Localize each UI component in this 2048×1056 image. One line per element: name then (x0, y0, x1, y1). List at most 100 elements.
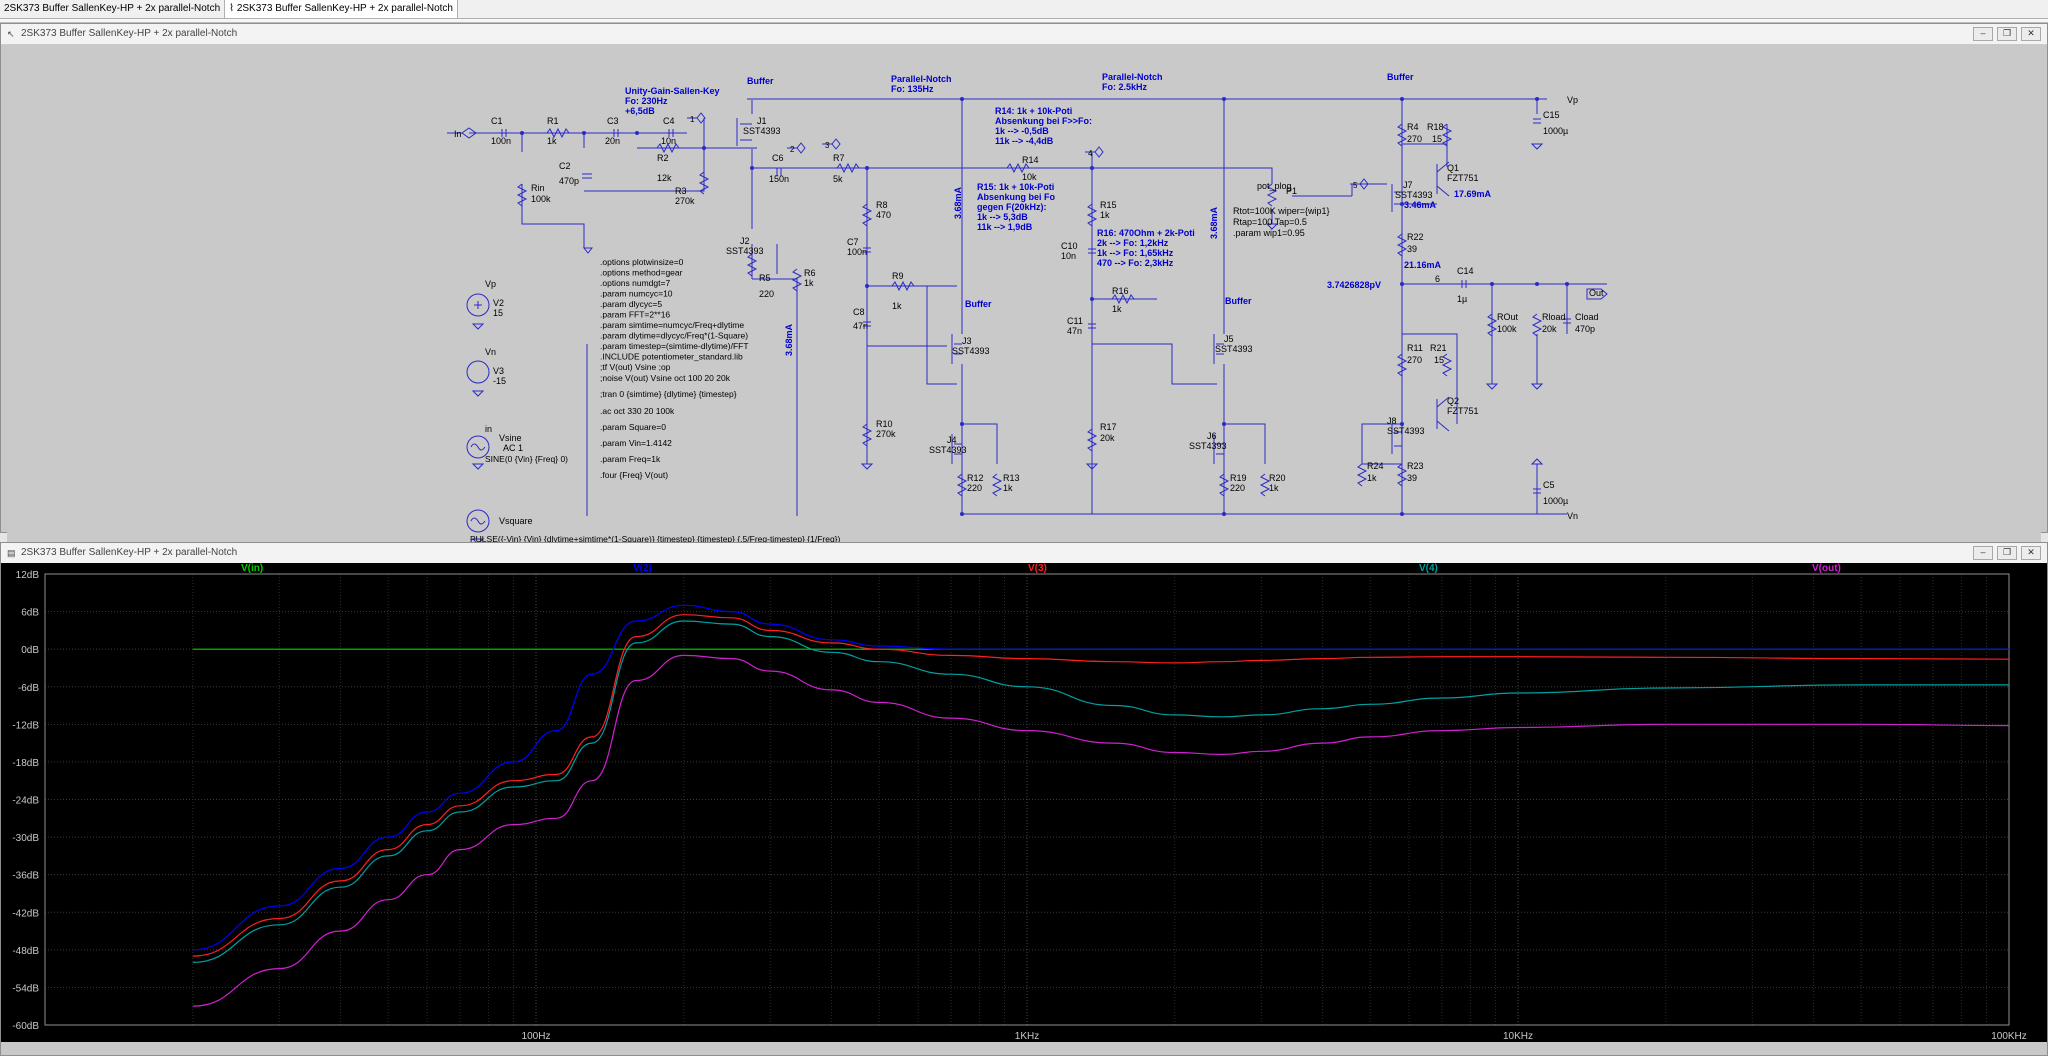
tab-plot[interactable]: ⌇ 2SK373 Buffer SallenKey-HP + 2x parall… (225, 0, 458, 18)
junctions (520, 97, 1569, 516)
notch1-note: Parallel-Notch (891, 74, 952, 84)
v3-label: V3 (493, 366, 504, 376)
component-value: 100k (531, 194, 551, 204)
vsine-label: Vsine (499, 433, 522, 443)
component-name: R19 (1230, 473, 1247, 483)
sallen-note: Fo: 230Hz (625, 96, 668, 106)
r16-note: 470 --> Fo: 2,3kHz (1097, 258, 1174, 268)
component-name: R8 (876, 200, 888, 210)
voltage-label: 3.7426828pV (1327, 280, 1381, 290)
component-name: R16 (1112, 286, 1129, 296)
component-name: C6 (772, 153, 784, 163)
x-tick-label: 1KHz (1015, 1031, 1039, 1042)
component-name: R2 (657, 153, 669, 163)
component-value: 12k (657, 173, 672, 183)
component-name: C3 (607, 116, 619, 126)
component-name: C14 (1457, 266, 1474, 276)
component-value: 270k (675, 196, 695, 206)
plot-title: 2SK373 Buffer SallenKey-HP + 2x parallel… (21, 547, 238, 558)
component-value: 470p (1575, 324, 1595, 334)
pot-params: Rtot=100K wiper={wip1} (1233, 206, 1330, 216)
component-value: 20k (1542, 324, 1557, 334)
sallen-note: Unity-Gain-Sallen-Key (625, 86, 720, 96)
y-tick-label: -12dB (12, 720, 39, 731)
component-name: Rin (531, 183, 545, 193)
component-value: 10n (1061, 251, 1076, 261)
component-name: J7 (1403, 180, 1413, 190)
legend-entry: V(3) (1028, 563, 1047, 574)
tab-schematic[interactable]: 2SK373 Buffer SallenKey-HP + 2x parallel… (0, 0, 226, 18)
spice-directive: .param Freq=1k (600, 454, 661, 464)
close-button[interactable]: ✕ (2021, 27, 2041, 41)
component-name: R13 (1003, 473, 1020, 483)
component-name: Cload (1575, 312, 1599, 322)
current-label: 3.68mA (784, 323, 794, 356)
plot-restore-button[interactable]: ❐ (1997, 546, 2017, 560)
vsquare-value: PULSE({-Vin} {Vin} {dlytime+simtime*(1-S… (470, 534, 841, 544)
component-name: C7 (847, 237, 859, 247)
toolbar-strip (0, 19, 2048, 23)
symbols (447, 112, 1608, 533)
component-name: P1 (1286, 186, 1297, 196)
component-name: R4 (1407, 122, 1419, 132)
legend-entry: V(in) (241, 563, 263, 574)
spice-directive: .param FFT=2**16 (600, 310, 670, 320)
component-name: ROut (1497, 312, 1519, 322)
component-value: 1k (1003, 483, 1013, 493)
buffer-out-label: Buffer (1387, 72, 1414, 82)
component-value: 10k (1022, 172, 1037, 182)
port-1: 1 (690, 115, 695, 124)
component-value: 470 (876, 210, 891, 220)
plot-minimize-button[interactable]: – (1973, 546, 1993, 560)
component-value: SST4393 (1215, 344, 1253, 354)
legend-entry: V(out) (1812, 563, 1841, 574)
port-2: 2 (790, 145, 795, 154)
component-name: C2 (559, 161, 571, 171)
x-tick-label: 100Hz (522, 1031, 551, 1042)
component-value: 10n (661, 136, 676, 146)
restore-button[interactable]: ❐ (1997, 27, 2017, 41)
plot-close-button[interactable]: ✕ (2021, 546, 2041, 560)
component-value: 20k (1100, 433, 1115, 443)
r14-note: 11k --> -4,4dB (995, 136, 1054, 146)
plot-grid (44, 573, 2009, 1026)
y-tick-label: -48dB (12, 946, 39, 957)
component-value: 150n (769, 174, 789, 184)
component-value: SST4393 (952, 346, 990, 356)
minimize-button[interactable]: – (1973, 27, 1993, 41)
component-name: C4 (663, 116, 675, 126)
y-tick-label: -30dB (12, 833, 39, 844)
spice-directive: .param dlycyc=5 (600, 299, 662, 309)
y-tick-label: -42dB (12, 908, 39, 919)
buffer-j5-label: Buffer (1225, 296, 1252, 306)
component-name: R14 (1022, 155, 1039, 165)
component-value: 100k (1497, 324, 1517, 334)
component-name: C8 (853, 307, 865, 317)
vsine-value: SINE(0 {Vin} {Freq} 0) (485, 454, 568, 464)
r16-note: 2k --> Fo: 1,2kHz (1097, 238, 1169, 248)
y-tick-label: -6dB (18, 683, 39, 694)
spice-directive: .param Vin=1.4142 (600, 438, 672, 448)
component-value: 270 (1407, 355, 1422, 365)
component-name: J5 (1224, 334, 1234, 344)
r16-note: 1k --> Fo: 1,65kHz (1097, 248, 1174, 258)
series-line (192, 604, 2009, 951)
notch2-note: Parallel-Notch (1102, 72, 1163, 82)
component-value: 47n (1067, 326, 1082, 336)
y-tick-label: -54dB (12, 983, 39, 994)
tab-plot-label: 2SK373 Buffer SallenKey-HP + 2x parallel… (236, 3, 453, 14)
bode-plot[interactable]: 12dB6dB0dB-6dB-12dB-18dB-24dB-30dB-36dB-… (1, 563, 2047, 1042)
schematic-window: ↖ 2SK373 Buffer SallenKey-HP + 2x parall… (0, 23, 2048, 552)
component-name: R1 (547, 116, 559, 126)
plot-titlebar: ▤ 2SK373 Buffer SallenKey-HP + 2x parall… (1, 543, 2047, 564)
component-name: C15 (1543, 110, 1560, 120)
component-value: 470p (559, 176, 579, 186)
spice-directive: .options method=gear (600, 268, 683, 278)
spice-directive: ;noise V(out) Vsine oct 100 20 20k (600, 373, 731, 383)
component-value: 1000µ (1543, 496, 1568, 506)
x-tick-label: 100KHz (1991, 1031, 2027, 1042)
vn-label: Vn (485, 347, 496, 357)
